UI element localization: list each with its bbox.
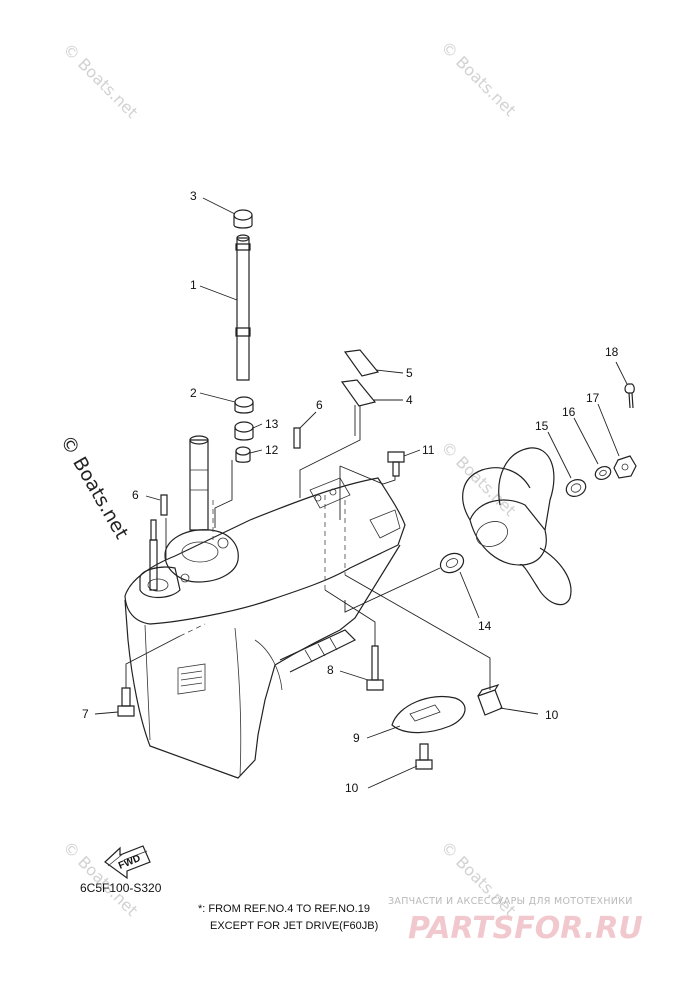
callout-2: 2 <box>190 386 197 400</box>
diagram-code: 6C5F100-S320 <box>80 881 162 895</box>
callout-18: 17 <box>586 391 600 405</box>
callout-16: 15 <box>535 419 549 433</box>
part-1-water-tube <box>235 234 251 381</box>
callout-6-lower: 6 <box>132 488 139 502</box>
callouts: 3 1 2 13 12 6 6 5 4 11 7 8 9 10 10 14 15… <box>82 189 619 795</box>
callout-10: 10 <box>345 781 359 795</box>
callout-8: 8 <box>327 663 334 677</box>
callout-11: 10 <box>545 708 559 722</box>
part-9-trim-tab <box>391 695 466 734</box>
watermark-group: © Boats.net © Boats.net © Boats.net © Bo… <box>56 37 520 919</box>
shop-brand: PARTSFOR.RU <box>408 911 643 946</box>
note-line-2: EXCEPT FOR JET DRIVE(F60JB) <box>210 920 378 932</box>
part-6-dowel-pins <box>160 427 301 516</box>
callout-4: 4 <box>406 393 413 407</box>
part-3-grommet <box>233 209 253 229</box>
callout-14: 13 <box>265 417 279 431</box>
shop-text: ЗАПЧАСТИ И АКСЕССУАРЫ ДЛЯ МОТОТЕХНИКИ <box>388 896 633 907</box>
callout-19: 18 <box>605 345 619 359</box>
callout-3: 3 <box>190 189 197 203</box>
fwd-arrow: FWD <box>104 845 151 880</box>
callout-13: 12 <box>265 443 279 457</box>
callout-6-upper: 6 <box>316 398 323 412</box>
part-16-spacer <box>565 479 587 497</box>
part-18-nut <box>613 455 637 479</box>
callout-5: 5 <box>406 366 413 380</box>
callout-12: 11 <box>422 443 435 457</box>
note-line-1: *: FROM REF.NO.4 TO REF.NO.19 <box>198 903 370 915</box>
propeller <box>462 447 572 606</box>
part-13-bushing <box>235 446 251 463</box>
part-12-bolt <box>387 451 405 477</box>
part-10-bolt <box>415 743 433 770</box>
callout-7: 7 <box>82 707 89 721</box>
part-15-thrust-washer <box>439 552 465 574</box>
water-pump-assembly <box>139 435 239 599</box>
part-19-cotter-pin <box>624 383 635 409</box>
part-8-bolt <box>366 645 384 691</box>
lower-casing <box>124 477 406 779</box>
part-7-bolt <box>117 687 135 717</box>
watermark-bottom-left: © Boats.net <box>59 837 141 919</box>
callout-15: 14 <box>478 619 492 633</box>
part-17-washer <box>594 465 612 481</box>
watermark-top-left: © Boats.net <box>59 39 141 121</box>
callout-17: 16 <box>562 405 576 419</box>
part-14-seal <box>234 421 254 441</box>
watermark-side: © Boats.net <box>56 432 133 543</box>
part-4-5-plates <box>340 349 380 407</box>
watermark-bottom-mid: © Boats.net <box>437 837 519 919</box>
leader-lines <box>94 197 628 789</box>
callout-9: 9 <box>353 731 360 745</box>
part-2-grommet <box>234 396 254 414</box>
reference-lines <box>125 405 491 690</box>
watermark-top-right: © Boats.net <box>437 37 519 119</box>
callout-1: 1 <box>190 278 197 292</box>
